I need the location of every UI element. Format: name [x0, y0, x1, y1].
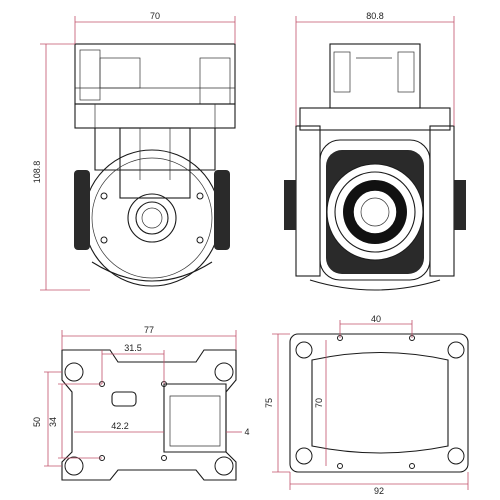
dim-label-40: 40 [371, 314, 381, 324]
top-plate [289, 333, 469, 473]
dim-top-left-width: 70 [74, 11, 236, 44]
dim-label-75: 75 [264, 398, 274, 408]
mounting-plate [61, 349, 237, 481]
front-view [284, 43, 466, 291]
dim-label-70-inner: 70 [314, 398, 324, 408]
dim-top-left-height: 108.8 [32, 43, 90, 291]
side-view [74, 43, 236, 287]
dim-label-92: 92 [374, 486, 384, 496]
dim-top-right-width: 80.8 [295, 11, 455, 126]
dim-label-34: 34 [48, 417, 58, 427]
dim-label-42-2: 42.2 [111, 421, 129, 431]
dim-bottom-right: 40 75 70 92 [264, 314, 469, 496]
dim-label-80-8: 80.8 [366, 11, 384, 21]
dim-bottom-left: 77 31.5 50 34 42.2 4 [32, 325, 250, 467]
dim-label-31-5: 31.5 [124, 343, 142, 353]
dim-label-77: 77 [144, 325, 154, 335]
dim-label-4: 4 [244, 427, 249, 437]
dim-label-70: 70 [150, 11, 160, 21]
dim-label-108-8: 108.8 [32, 161, 42, 184]
dim-label-50: 50 [32, 417, 42, 427]
